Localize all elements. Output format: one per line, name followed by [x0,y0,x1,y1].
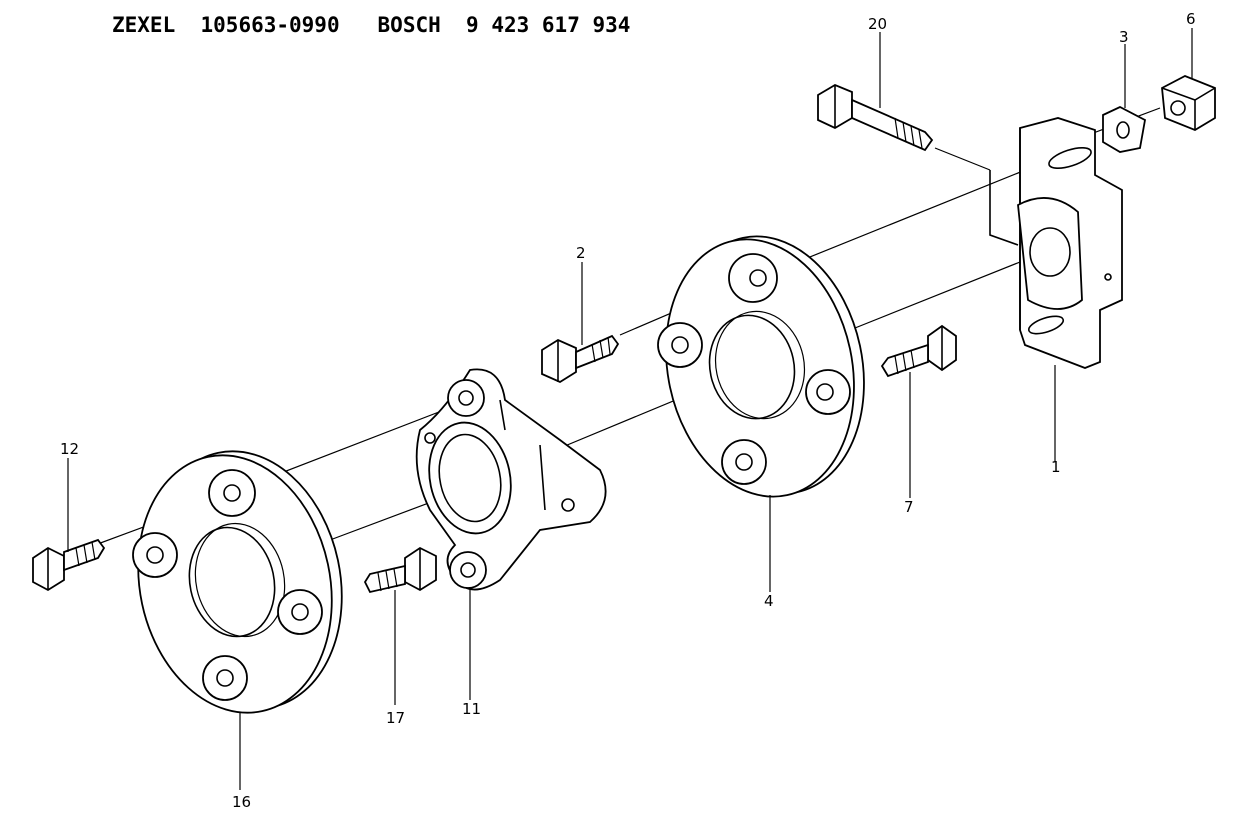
label-part-11: 11 [462,700,481,718]
label-part-16: 16 [232,793,251,811]
label-part-12: 12 [60,440,79,458]
part-6-nut [1161,75,1216,132]
part-4-coupling-disc [657,235,865,498]
part-12-bolt [32,538,106,592]
label-part-4: 4 [764,592,774,610]
part-3-washer [1102,105,1147,153]
part-20-long-bolt [817,83,934,152]
label-part-17: 17 [386,709,405,727]
part-11-flange-housing [415,368,607,591]
part-7-bolt [880,324,957,378]
brand-zexel: ZEXEL [112,13,176,37]
label-part-20: 20 [868,15,887,33]
diagram-header: ZEXEL 105663-0990 BOSCH 9 423 617 934 [112,13,630,37]
brand-bosch: BOSCH [377,13,441,37]
leader-lines [67,28,1193,790]
part-1-bracket [934,117,1123,369]
part-17-bolt [363,546,437,594]
part-labels: 20 3 6 2 1 7 4 12 11 17 16 [60,10,1196,811]
bosch-part-number: 9 423 617 934 [466,13,631,37]
part-16-coupling-disc [132,450,343,714]
label-part-6: 6 [1186,10,1196,28]
label-part-7: 7 [904,498,914,516]
part-2-bolt [541,334,620,384]
zexel-part-number: 105663-0990 [200,13,340,37]
label-part-2: 2 [576,244,586,262]
label-part-1: 1 [1051,458,1061,476]
label-part-3: 3 [1119,28,1129,46]
